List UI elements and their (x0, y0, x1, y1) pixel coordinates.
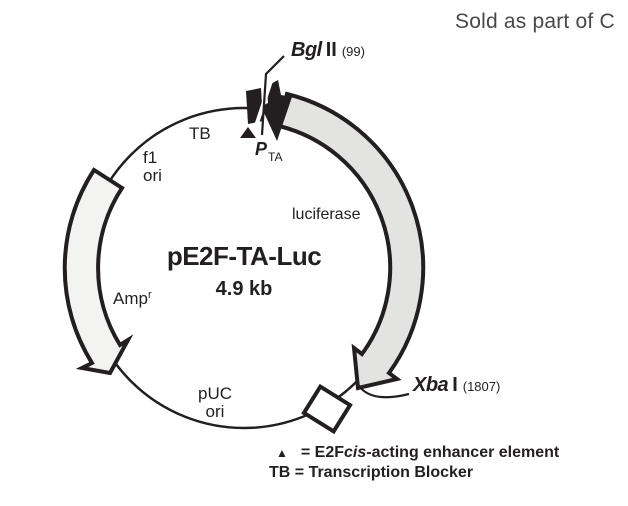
amp-gene-arrow (62, 167, 134, 376)
f1-ori-line2: ori (143, 166, 162, 185)
legend-tb-line: TB = Transcription Blocker (269, 464, 474, 481)
puc-ori-line2: ori (205, 402, 225, 421)
plasmid-size: 4.9 kb (215, 278, 273, 300)
luciferase-gene-arrow (276, 91, 426, 391)
pta-p-symbol: P (255, 139, 268, 159)
plasmid-name: pE2F-TA-Luc (166, 241, 322, 271)
bgl2-site-label: Bgl II (99) (291, 39, 365, 62)
amp-text: Amp (113, 289, 148, 308)
f1-ori-line1: f1 (143, 148, 158, 167)
xba1-enzyme-name: Xba (413, 374, 449, 396)
xba1-roman-numeral: I (452, 374, 458, 396)
bgl2-position: (99) (341, 44, 365, 59)
e2f-enhancer-triangle (240, 127, 256, 138)
xba-leader-line (358, 385, 410, 399)
amp-superscript: r (147, 289, 152, 301)
legend-enhancer-cis: cis (344, 444, 367, 461)
amp-resistance-label: Ampr (113, 289, 152, 310)
polya-box (301, 383, 353, 435)
luciferase-label: luciferase (292, 206, 361, 223)
tb-feature-label: TB (189, 124, 211, 143)
pta-subscript: TA (268, 150, 283, 164)
legend-enhancer-pre: = E2F (300, 444, 345, 461)
bgl2-enzyme-name: Bgl (291, 39, 322, 61)
puc-ori-line1: pUC (197, 384, 232, 403)
puc-ori-label: pUC ori (192, 385, 238, 421)
legend-enhancer-post: -acting enhancer element (366, 444, 560, 461)
xba1-position: (1807) (462, 379, 501, 394)
promoter-arrow (261, 80, 292, 141)
f1-ori-label: f1 ori (143, 149, 162, 185)
pta-promoter-label: PTA (255, 139, 282, 164)
xba1-site-label: Xba I (1807) (413, 374, 500, 397)
legend-triangle-icon: ▲ (276, 446, 288, 460)
bgl2-roman-numeral: II (325, 39, 337, 61)
legend-enhancer-line: ▲ = E2F cis-acting enhancer element (276, 444, 559, 462)
bgl-leader-line (260, 55, 285, 136)
sold-as-part-of-note: Sold as part of C (455, 10, 615, 33)
